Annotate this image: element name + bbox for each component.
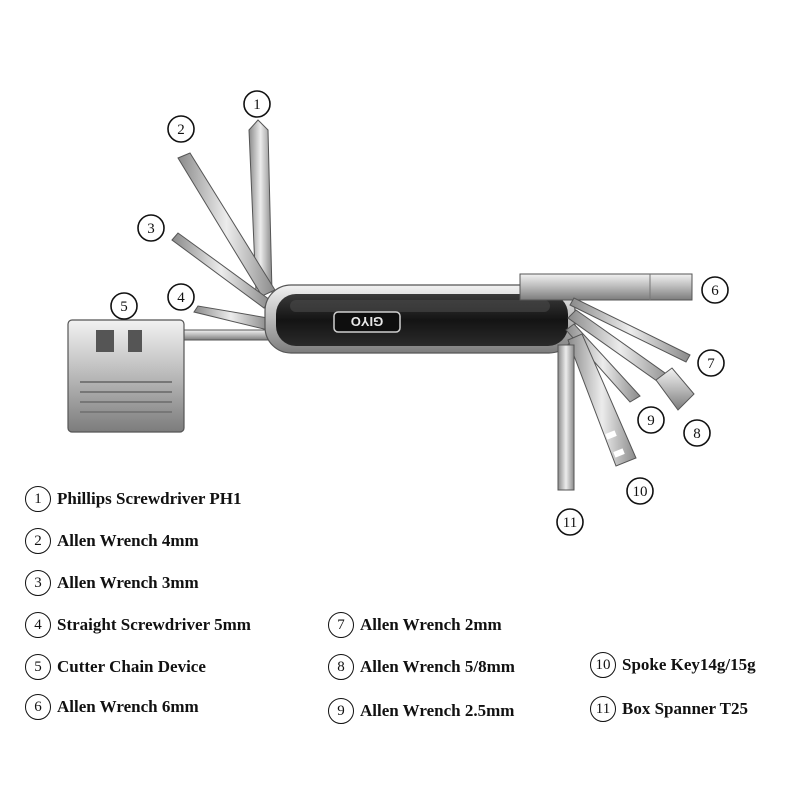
legend-item-4: 4 Straight Screwdriver 5mm: [25, 612, 251, 638]
allen-6mm-bit: [519, 273, 693, 301]
callout-11: 11: [556, 508, 584, 536]
legend-label: Allen Wrench 2.5mm: [360, 701, 515, 720]
legend-label: Allen Wrench 6mm: [57, 697, 199, 716]
callout-9: 9: [637, 406, 665, 434]
legend-number: 4: [25, 612, 51, 638]
svg-text:10: 10: [633, 484, 648, 500]
svg-text:9: 9: [647, 413, 655, 429]
box-spanner-bit: [557, 344, 575, 491]
legend-label: Allen Wrench 3mm: [57, 573, 199, 592]
callout-2: 2: [167, 115, 195, 143]
legend-number: 6: [25, 694, 51, 720]
svg-text:7: 7: [707, 356, 715, 372]
legend-number: 2: [25, 528, 51, 554]
svg-text:2: 2: [177, 122, 185, 138]
legend-item-8: 8 Allen Wrench 5/8mm: [328, 654, 515, 680]
callout-5: 5: [110, 292, 138, 320]
tool-body: GIYO: [264, 284, 576, 354]
legend-label: Box Spanner T25: [622, 699, 748, 718]
callout-10: 10: [626, 477, 654, 505]
chain-cutter-block: [67, 319, 185, 433]
flat-screwdriver-bit: [193, 305, 269, 331]
legend-number: 8: [328, 654, 354, 680]
legend-item-9: 9 Allen Wrench 2.5mm: [328, 698, 514, 724]
legend-label: Cutter Chain Device: [57, 657, 206, 676]
callout-3: 3: [137, 214, 165, 242]
legend-item-1: 1 Phillips Screwdriver PH1: [25, 486, 241, 512]
legend-number: 5: [25, 654, 51, 680]
callout-markers: 1 2 3 4 5 6 7 8 9 10 11: [110, 90, 729, 536]
svg-text:3: 3: [147, 221, 155, 237]
legend-number: 11: [590, 696, 616, 722]
spoke-key-bit: [567, 333, 637, 467]
legend-number: 7: [328, 612, 354, 638]
legend-label: Spoke Key14g/15g: [622, 655, 756, 674]
legend-item-6: 6 Allen Wrench 6mm: [25, 694, 199, 720]
legend-label: Straight Screwdriver 5mm: [57, 615, 251, 634]
legend-label: Allen Wrench 2mm: [360, 615, 502, 634]
legend-number: 1: [25, 486, 51, 512]
tool-bits-right: [519, 273, 695, 491]
legend-item-5: 5 Cutter Chain Device: [25, 654, 206, 680]
legend-item-10: 10 Spoke Key14g/15g: [590, 652, 756, 678]
callout-7: 7: [697, 349, 725, 377]
legend-item-7: 7 Allen Wrench 2mm: [328, 612, 502, 638]
svg-text:5: 5: [120, 299, 128, 315]
callout-4: 4: [167, 283, 195, 311]
callout-8: 8: [683, 419, 711, 447]
svg-text:4: 4: [177, 290, 185, 306]
legend-item-11: 11 Box Spanner T25: [590, 696, 748, 722]
legend-label: Allen Wrench 4mm: [57, 531, 199, 550]
svg-text:1: 1: [253, 97, 261, 113]
legend-label: Phillips Screwdriver PH1: [57, 489, 242, 508]
legend-item-3: 3 Allen Wrench 3mm: [25, 570, 199, 596]
chain-tool-rod: [169, 329, 276, 341]
callout-1: 1: [243, 90, 271, 118]
svg-text:8: 8: [693, 426, 701, 442]
allen-2mm-bit: [569, 297, 691, 363]
tool-bits-left: [141, 119, 276, 341]
legend-item-2: 2 Allen Wrench 4mm: [25, 528, 199, 554]
legend-number: 3: [25, 570, 51, 596]
svg-text:6: 6: [711, 283, 719, 299]
svg-text:11: 11: [563, 515, 577, 531]
brand-logo: GIYO: [351, 314, 384, 329]
callout-6: 6: [701, 276, 729, 304]
legend-number: 10: [590, 652, 616, 678]
brand-badge: [333, 311, 401, 333]
legend-number: 9: [328, 698, 354, 724]
legend-label: Allen Wrench 5/8mm: [360, 657, 515, 676]
